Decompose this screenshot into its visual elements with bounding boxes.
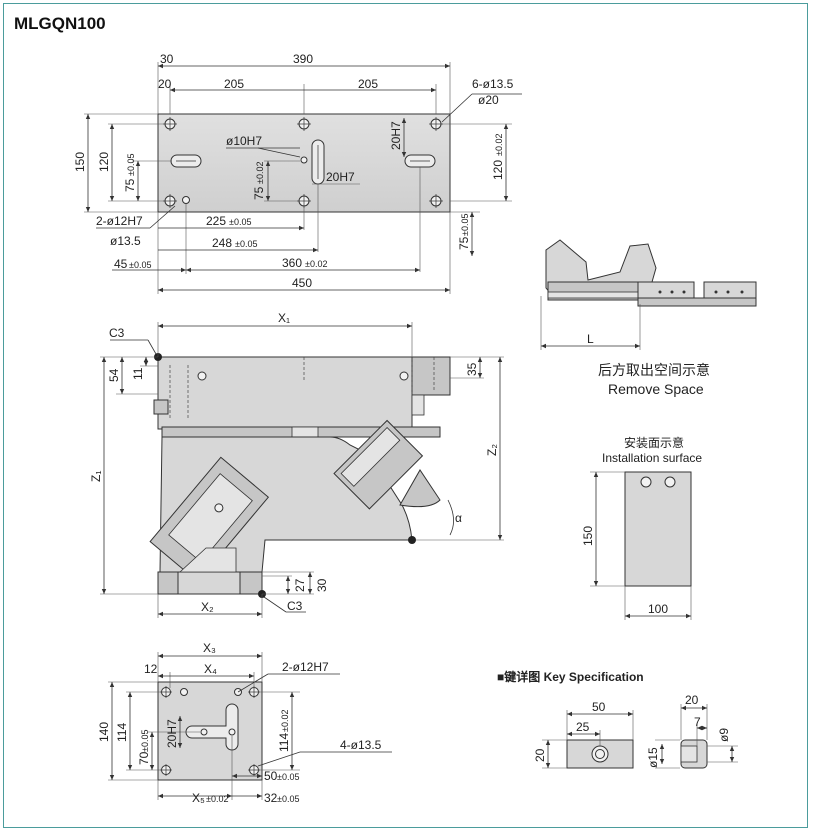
dim-205-left: 205 xyxy=(224,77,244,91)
key-specification: ■键详图 Key Specification 50 25 20 ø15 xyxy=(497,669,738,769)
key-heading: ■键详图 Key Specification xyxy=(497,669,644,684)
tol-75-center: ±0.02 xyxy=(255,162,265,184)
tol-360: ±0.02 xyxy=(305,259,327,269)
dim-225: 225 xyxy=(206,214,226,228)
dim-114-right: 114 xyxy=(277,733,291,752)
tol-75-left: ±0.05 xyxy=(126,154,136,176)
tol-50: ±0.05 xyxy=(277,772,299,782)
tol-70: ±0.05 xyxy=(140,730,150,752)
side-view: X₁ C3 Z₁ 54 11 35 Z₂ α xyxy=(89,311,504,618)
dim-54: 54 xyxy=(107,368,121,382)
install-dim-100: 100 xyxy=(648,602,668,616)
dim-45: 45 xyxy=(114,257,128,271)
callout-c3-top: C3 xyxy=(109,326,125,340)
tol-120-right: ±0.02 xyxy=(494,134,504,156)
key-dim-20-length: 20 xyxy=(685,693,699,707)
key-dim-phi15: ø15 xyxy=(646,747,660,768)
callout-phi135: ø13.5 xyxy=(110,234,141,248)
bottom-view: X₃ 12 X₄ 2-ø12H7 140 114 70 ±0.05 20H7 xyxy=(97,641,392,805)
tol-32: ±0.05 xyxy=(277,794,299,804)
install-cn: 安装面示意 xyxy=(624,435,684,450)
callout-c3-bottom: C3 xyxy=(287,599,303,613)
key-slots xyxy=(170,139,436,185)
tol-225: ±0.05 xyxy=(229,217,251,227)
dim-35: 35 xyxy=(465,362,479,376)
dim-20h7-bottom: 20H7 xyxy=(165,719,179,748)
dim-l: L xyxy=(587,332,594,346)
dim-75-right: 75 xyxy=(457,236,471,250)
mount-holes xyxy=(163,117,443,208)
angle-alpha: α xyxy=(455,511,462,525)
dim-150: 150 xyxy=(73,152,87,172)
dim-30: 30 xyxy=(160,52,174,66)
top-view: 30 390 20 205 205 6-ø13.5 ø20 150 120 75… xyxy=(73,52,522,294)
dim-z1: Z₁ xyxy=(89,471,103,482)
model-title: MLGQN100 xyxy=(14,14,106,33)
install-en: Installation surface xyxy=(602,451,702,465)
dim-120: 120 xyxy=(97,152,111,172)
dim-32: 32 xyxy=(264,791,278,805)
dim-390: 390 xyxy=(293,52,313,66)
tol-75-right: ±0.05 xyxy=(460,214,470,236)
remove-space-view: L 后方取出空间示意 Remove Space xyxy=(540,239,757,397)
key-dim-50: 50 xyxy=(592,700,606,714)
tol-45: ±0.05 xyxy=(129,260,151,270)
sheet-border xyxy=(3,3,808,828)
dim-75-center: 75 xyxy=(252,186,266,200)
slide-body xyxy=(157,356,413,430)
install-dim-150: 150 xyxy=(581,526,595,546)
dim-360: 360 xyxy=(282,256,302,270)
dim-11: 11 xyxy=(131,367,145,380)
callout-2-pins: 2-ø12H7 xyxy=(96,214,143,228)
dim-450: 450 xyxy=(292,276,312,290)
key-dim-phi9: ø9 xyxy=(717,728,731,742)
dim-248: 248 xyxy=(212,236,232,250)
installation-surface-view: 安装面示意 Installation surface 150 100 xyxy=(581,435,702,620)
tol-248: ±0.05 xyxy=(235,239,257,249)
dim-70: 70 xyxy=(137,751,151,765)
dim-x4: X₄ xyxy=(204,662,217,676)
key-dim-20-height: 20 xyxy=(533,748,547,762)
key-dim-25: 25 xyxy=(576,720,590,734)
dim-30-side: 30 xyxy=(315,578,329,592)
dim-x3: X₃ xyxy=(203,641,216,655)
callout-counterbore: ø20 xyxy=(478,93,499,107)
dim-205-right: 205 xyxy=(358,77,378,91)
dim-z2: Z₂ xyxy=(485,444,499,456)
dim-20h7-vert: 20H7 xyxy=(389,121,403,150)
dim-12: 12 xyxy=(144,662,158,676)
dim-140: 140 xyxy=(97,722,111,742)
callout-bottom-holes: 4-ø13.5 xyxy=(340,738,382,752)
callout-bottom-pins: 2-ø12H7 xyxy=(282,660,329,674)
dim-20: 20 xyxy=(158,77,172,91)
tol-114-right: ±0.02 xyxy=(280,710,290,732)
tol-x5: ±0.02 xyxy=(206,794,228,804)
callout-phi10: ø10H7 xyxy=(226,134,262,148)
dim-120-right: 120 xyxy=(491,160,505,180)
dim-114: 114 xyxy=(115,723,129,742)
dim-50: 50 xyxy=(264,769,278,783)
dim-75-left: 75 xyxy=(123,178,137,192)
remove-space-cn: 后方取出空间示意 xyxy=(598,362,710,378)
remove-space-en: Remove Space xyxy=(608,381,704,397)
key-dim-7: 7 xyxy=(694,715,701,729)
install-block xyxy=(624,471,692,587)
dim-20h7: 20H7 xyxy=(326,170,355,184)
dim-x2: X₂ xyxy=(201,600,214,614)
callout-6-holes: 6-ø13.5 xyxy=(472,77,514,91)
dim-x1: X₁ xyxy=(278,311,290,325)
dim-x5: X₅ xyxy=(192,791,205,805)
dim-27: 27 xyxy=(293,578,307,592)
